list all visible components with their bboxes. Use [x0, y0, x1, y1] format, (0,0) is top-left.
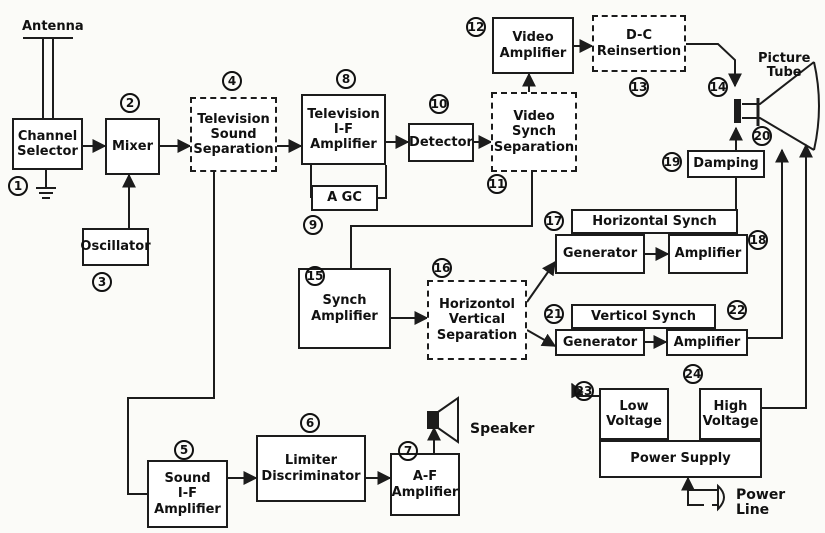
picture-tube-label: Picture Tube [758, 51, 811, 81]
ref-number-13: 13 [629, 77, 649, 97]
antenna-label: Antenna [22, 19, 84, 34]
speaker-icon [427, 396, 459, 444]
ref-number-5: 5 [174, 440, 194, 460]
video-amplifier-block: Video Amplifier [492, 17, 574, 74]
af-amplifier-block: A-F Amplifier [390, 453, 460, 516]
ref-number-8: 8 [336, 69, 356, 89]
horizontal-synch-block: Horizontal Synch [571, 209, 738, 234]
ref-number-19: 19 [662, 152, 682, 172]
limiter-discriminator-block: Limiter Discriminator [256, 435, 366, 502]
tv-if-amplifier-block: Television I-F Amplifier [301, 94, 386, 165]
ref-number-23: 23 [574, 381, 594, 401]
high-voltage-block: High Voltage [699, 388, 762, 440]
vertical-amplifier-block: Amplifier [666, 329, 748, 356]
wire-power-line [687, 489, 712, 506]
wire-v-amp-to-yoke [748, 148, 789, 339]
power-plug-icon [712, 483, 725, 512]
ref-number-21: 21 [544, 304, 564, 324]
wire-high-voltage-to-tube [762, 143, 813, 409]
ref-number-24: 24 [683, 364, 703, 384]
vertical-synch-block: Verticol Synch [571, 304, 716, 329]
ref-number-6: 6 [300, 413, 320, 433]
ref-number-16: 16 [432, 258, 452, 278]
ref-number-7: 7 [398, 441, 418, 461]
ref-number-20: 20 [752, 126, 772, 146]
horizontal-vertical-separation-block: Horizontol Vertical Separation [427, 280, 527, 360]
ref-number-22: 22 [727, 300, 747, 320]
low-voltage-block: Low Voltage [599, 388, 669, 440]
wire-dc-to-picture-tube [686, 43, 742, 88]
ref-number-4: 4 [222, 71, 242, 91]
wire-hv-sep-to-h-generator [526, 260, 556, 303]
sound-if-amplifier-block: Sound I-F Amplifier [147, 460, 228, 528]
video-synch-separation-block: Video Synch Separation [491, 92, 577, 172]
wire-video-synch-to-synch-amp [350, 172, 533, 268]
ref-number-9: 9 [303, 215, 323, 235]
vertical-generator-block: Generator [555, 329, 645, 356]
ground-symbol [36, 168, 56, 199]
detector-block: Detector [408, 123, 474, 162]
ref-number-2: 2 [120, 93, 140, 113]
ref-number-14: 14 [708, 77, 728, 97]
antenna-lead-in [42, 38, 54, 118]
horizontal-amplifier-block: Amplifier [668, 234, 748, 274]
dc-reinsertion-block: D-C Reinsertion [592, 15, 686, 72]
oscillator-block: Oscillator [80, 228, 151, 266]
ref-number-18: 18 [748, 230, 768, 250]
speaker-label: Speaker [470, 421, 535, 437]
ref-number-15: 15 [305, 266, 325, 286]
ref-number-17: 17 [544, 211, 564, 231]
ref-number-12: 12 [466, 17, 486, 37]
power-supply-block: Power Supply [599, 440, 762, 478]
power-line-label: Power Line [736, 487, 786, 519]
channel-selector-block: Channel Selector [12, 118, 83, 170]
wire-sound-sep-to-sound-if [127, 172, 215, 495]
ref-number-3: 3 [92, 272, 112, 292]
tv-sound-separation-block: Television Sound Separation [190, 97, 277, 172]
picture-tube-icon [734, 61, 820, 151]
mixer-block: Mixer [105, 118, 160, 175]
agc-block: A GC [311, 185, 378, 211]
horizontal-generator-block: Generator [555, 234, 645, 274]
ref-number-11: 11 [487, 174, 507, 194]
ref-number-10: 10 [429, 94, 449, 114]
wire-hv-sep-to-v-generator [526, 329, 557, 347]
damping-block: Damping [687, 150, 765, 178]
ref-number-1: 1 [8, 176, 28, 196]
